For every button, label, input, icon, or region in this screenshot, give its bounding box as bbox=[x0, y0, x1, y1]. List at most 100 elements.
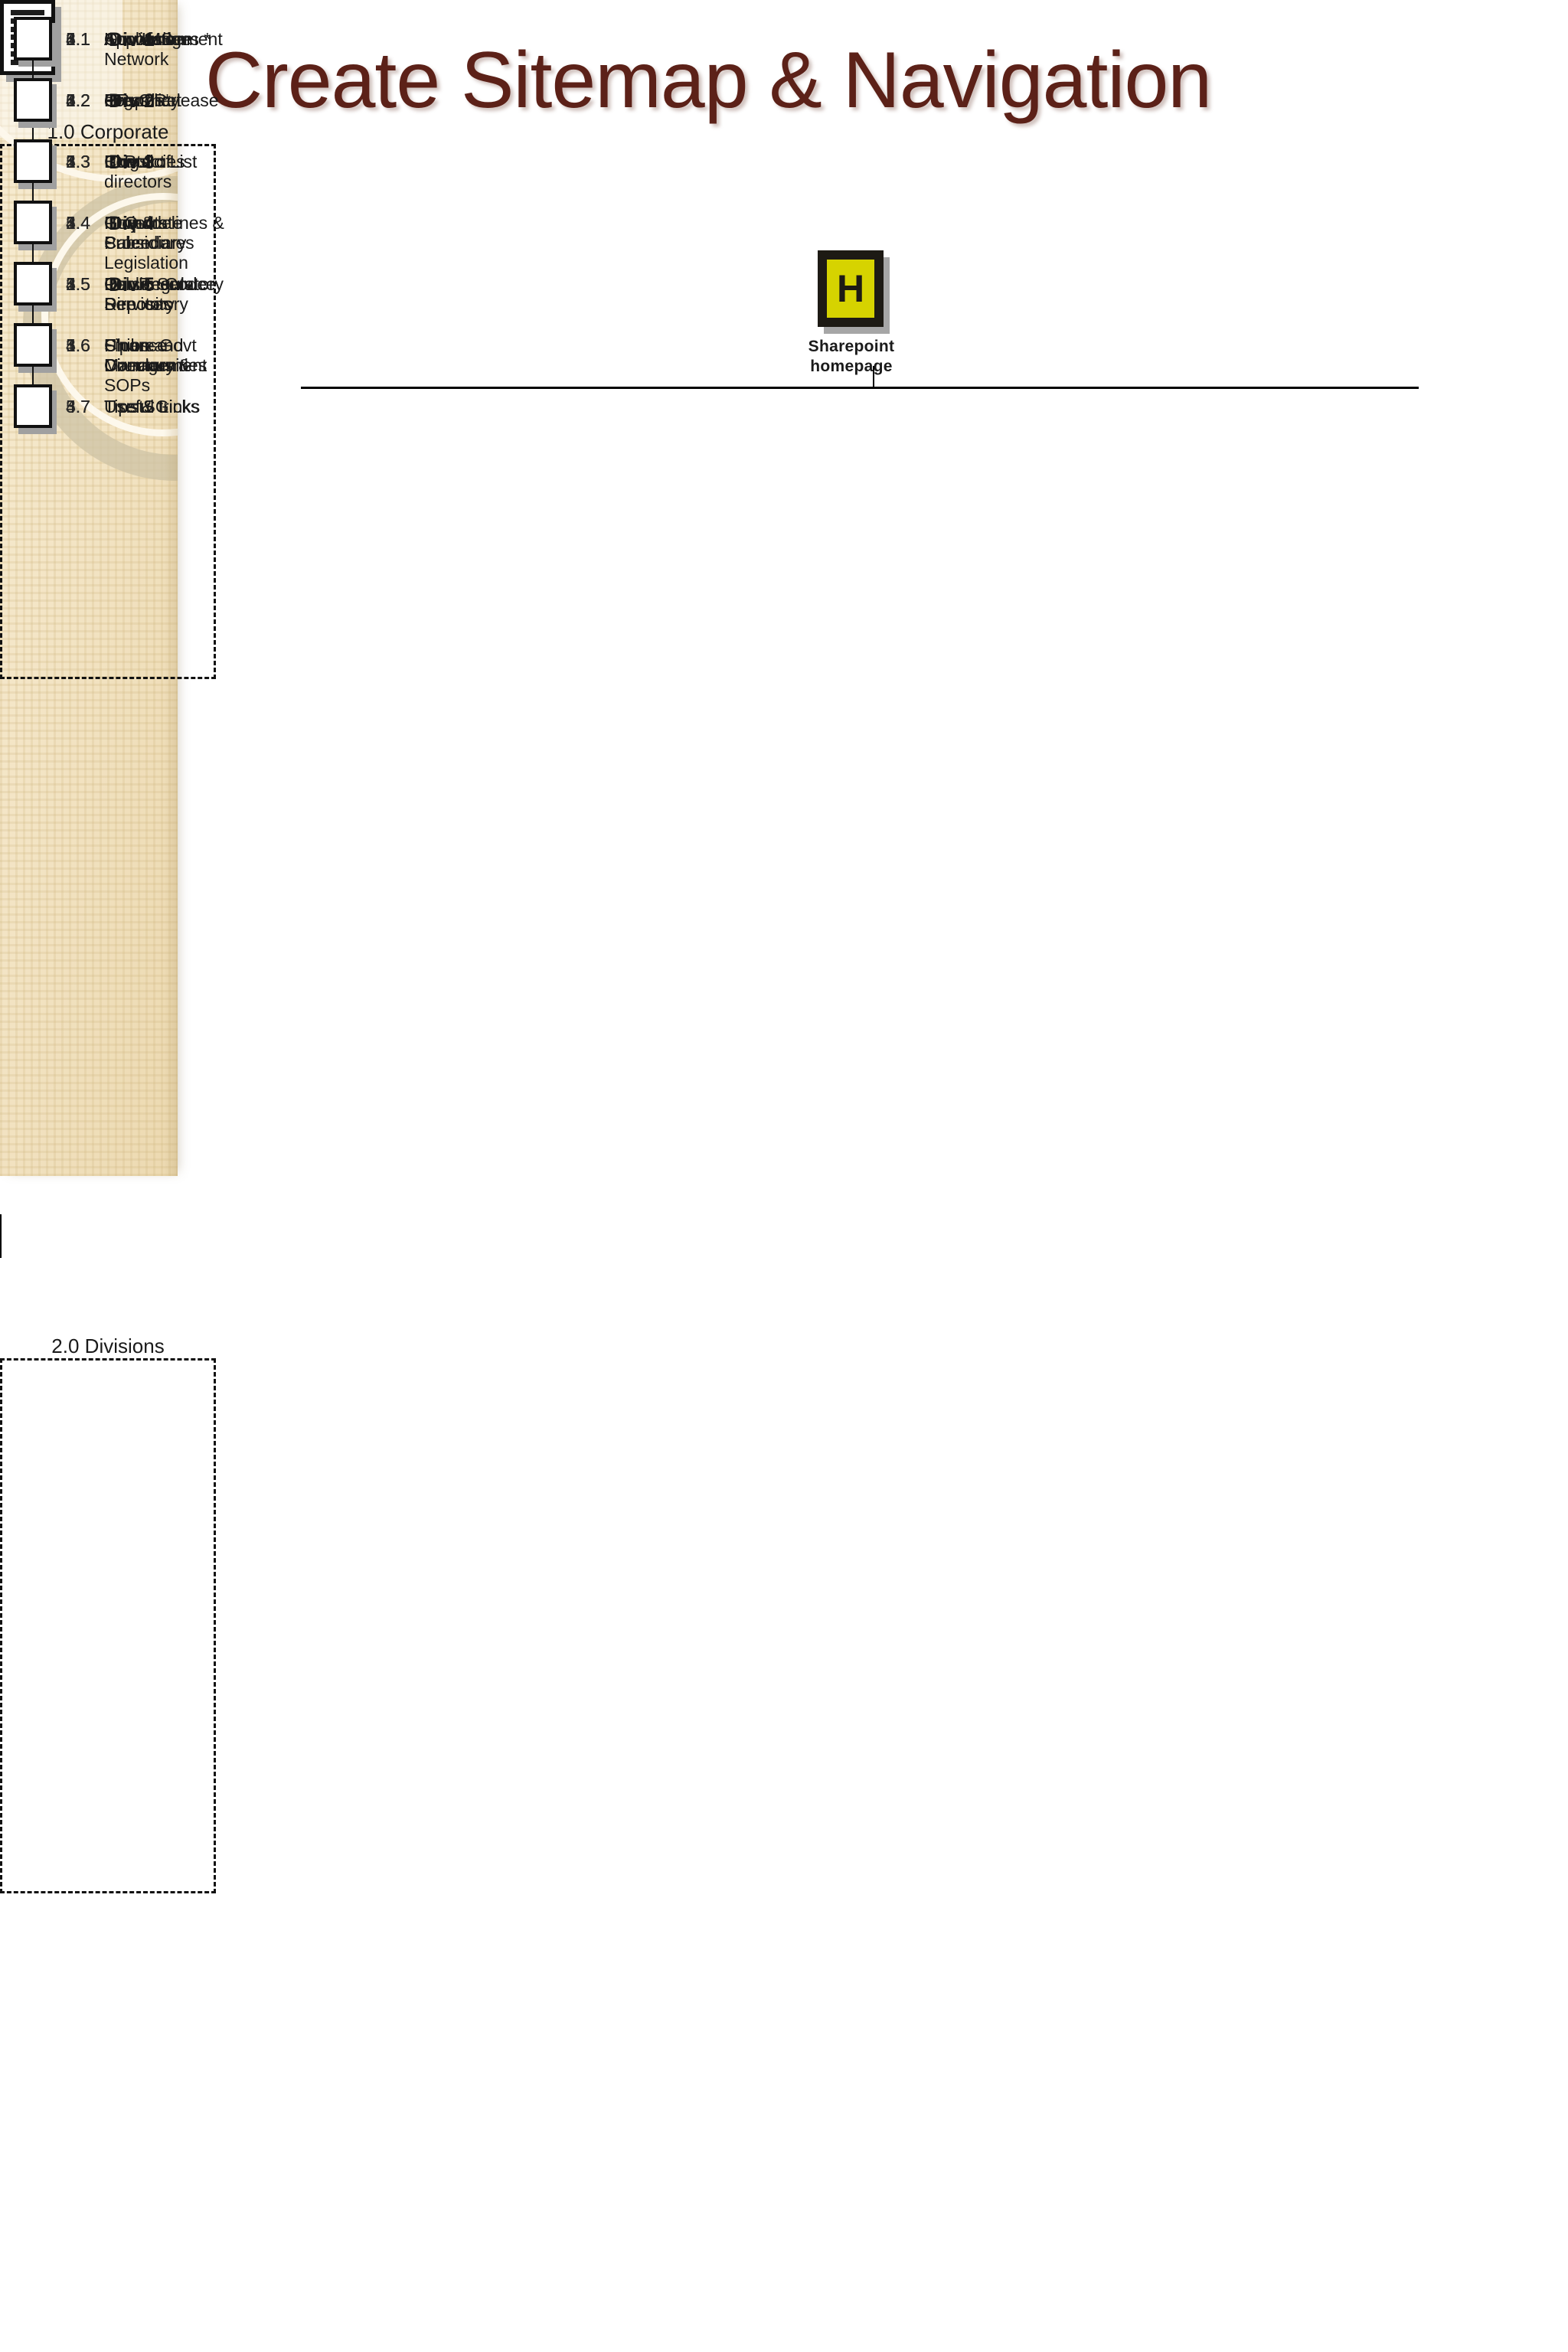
list-item-number: 4.2 bbox=[66, 90, 90, 110]
list-item-label: Clubs and Communities bbox=[104, 335, 207, 376]
list-item-label: Div 3 bbox=[109, 152, 155, 173]
list-item-number: 1.6 bbox=[66, 335, 90, 355]
list-item-number: 3.3 bbox=[66, 152, 90, 172]
list-item-box[interactable] bbox=[14, 262, 52, 305]
list-item-label: IT Policies bbox=[104, 152, 185, 172]
list-item-number: 4.5 bbox=[66, 274, 90, 294]
list-item-number: 5.3 bbox=[66, 152, 90, 172]
list-item-number: 3.1 bbox=[66, 29, 90, 49]
list-item-label: Contact List bbox=[104, 152, 198, 172]
list-item-number: 2.4 bbox=[66, 213, 90, 233]
section-container bbox=[0, 1358, 216, 1893]
document-icon-line bbox=[11, 10, 44, 15]
list-item-label: Div 1 bbox=[109, 29, 155, 51]
list-item-number: 2.1 bbox=[66, 29, 90, 49]
homepage-icon-letter: H bbox=[836, 267, 865, 310]
list-item-label: TrustSG bbox=[104, 397, 169, 416]
list-item-label: Our Regulatory Services bbox=[104, 274, 224, 315]
homepage-label-line2: homepage bbox=[810, 357, 893, 375]
list-item-label: Projects bbox=[104, 213, 168, 233]
list-item-number: 6.2 bbox=[66, 90, 90, 110]
list-item-number: 4.7 bbox=[66, 397, 90, 416]
list-item-box[interactable] bbox=[14, 201, 52, 244]
list-item-number: 4.1 bbox=[66, 29, 90, 49]
list-item-label: Useful Links bbox=[104, 397, 201, 416]
list-item-number: 1.4 bbox=[66, 213, 90, 233]
list-item-number: 5.6 bbox=[66, 335, 90, 355]
list-item[interactable]: 5.7 Tips & tricks bbox=[14, 384, 216, 446]
list-item-number: 5.1 bbox=[66, 29, 90, 49]
homepage-icon-inner: H bbox=[827, 260, 874, 318]
list-item-number: 4.4 bbox=[66, 213, 90, 233]
section-label: 2.0 Divisions bbox=[51, 1334, 165, 1357]
connector-item-link bbox=[32, 60, 34, 78]
connector-item-link bbox=[32, 305, 34, 323]
list-item-box[interactable] bbox=[14, 384, 52, 428]
list-item-number: 3.5 bbox=[66, 274, 90, 294]
section-container bbox=[0, 144, 216, 679]
section-label: 1.0 Corporate bbox=[47, 120, 169, 143]
list-item-number: 1.3 bbox=[66, 152, 90, 172]
homepage-node[interactable]: H bbox=[818, 250, 890, 334]
connector-item-link bbox=[32, 367, 34, 384]
connector-trunk-vertical bbox=[873, 366, 874, 387]
list-item-number: 5.4 bbox=[66, 213, 90, 233]
list-item-box[interactable] bbox=[14, 17, 52, 60]
list-item[interactable]: 5.4 Projects bbox=[14, 201, 216, 262]
list-item-label: Div 5 bbox=[109, 274, 155, 296]
list-item-number: 1.5 bbox=[66, 274, 90, 294]
homepage-label-line1: Sharepoint bbox=[808, 338, 895, 355]
list-item[interactable]: 6.2 Press Release bbox=[14, 78, 219, 139]
list-item-label: Our Vision bbox=[104, 29, 186, 49]
list-item-label: Corporate Calendar bbox=[104, 213, 183, 253]
list-item-box[interactable] bbox=[14, 323, 52, 367]
list-item[interactable]: 5.3 Blogs bbox=[14, 139, 216, 201]
list-item-label: Public Service Directory bbox=[104, 274, 216, 315]
list-item-label: Gov & Subsidiary Legislation bbox=[104, 213, 188, 273]
list-item-label: Blogs bbox=[104, 152, 149, 172]
list-item-label: Forum bbox=[104, 90, 155, 110]
list-item-number: 6.1 bbox=[66, 29, 90, 49]
list-item-label: HR policy bbox=[104, 90, 180, 110]
list-item-label: S'pore Govt Directory bbox=[104, 335, 197, 376]
document-icon[interactable] bbox=[0, 0, 61, 1334]
list-item-number: 4.3 bbox=[66, 152, 90, 172]
list-item-label: Tips & tricks bbox=[104, 397, 200, 416]
decorative-ring-outer bbox=[0, 0, 178, 182]
list-item-label: Applications * bbox=[104, 29, 211, 49]
list-item-label: Div 4 bbox=[109, 213, 155, 234]
list-item-number: 3.7 bbox=[66, 397, 90, 416]
connector-item-link bbox=[32, 183, 34, 201]
list-item-number: 5.7 bbox=[66, 397, 90, 416]
connector-drop-2 bbox=[0, 1214, 2, 1258]
list-item-number: 1.1 bbox=[66, 29, 90, 49]
page-title: Create Sitemap & Navigation bbox=[205, 36, 1212, 125]
list-item-label: Org Chart bbox=[104, 90, 181, 110]
list-item-label: IT Guidelines & Procedures bbox=[104, 213, 224, 253]
list-item-number: 4.6 bbox=[66, 335, 90, 355]
list-item-label: Press Release bbox=[104, 90, 219, 110]
list-item-label: Union-Management bbox=[104, 335, 207, 376]
list-item-number: 2.2 bbox=[66, 90, 90, 110]
list-item-label: Gov IMS bbox=[104, 29, 173, 49]
list-item-number: 2.3 bbox=[66, 152, 90, 172]
list-item-number: 5.2 bbox=[66, 90, 90, 110]
homepage-label: Sharepoint homepage bbox=[770, 337, 933, 376]
list-item[interactable]: 5.6 Clubs and Communities bbox=[14, 323, 216, 384]
list-item-box[interactable] bbox=[14, 139, 52, 183]
list-item-number: 3.6 bbox=[66, 335, 90, 355]
list-item-label: Finance Circulars & SOPs bbox=[104, 335, 191, 396]
connector-bus-horizontal bbox=[301, 387, 1419, 389]
list-item-number: 3.4 bbox=[66, 213, 90, 233]
list-item-label: Div 2 bbox=[109, 90, 155, 112]
list-item-number: 3.2 bbox=[66, 90, 90, 110]
list-item-box[interactable] bbox=[14, 78, 52, 122]
section-item-list: 2.1 Div 1 2.2 Div 2 2.3 Div 3 2.4 Div 4 2.5 Div 5 bbox=[0, 17, 216, 2352]
list-item-label: eForms* bbox=[104, 90, 171, 110]
connector-item-link bbox=[32, 122, 34, 139]
connector-item-link bbox=[32, 244, 34, 262]
list-item-number: 2.5 bbox=[66, 274, 90, 294]
